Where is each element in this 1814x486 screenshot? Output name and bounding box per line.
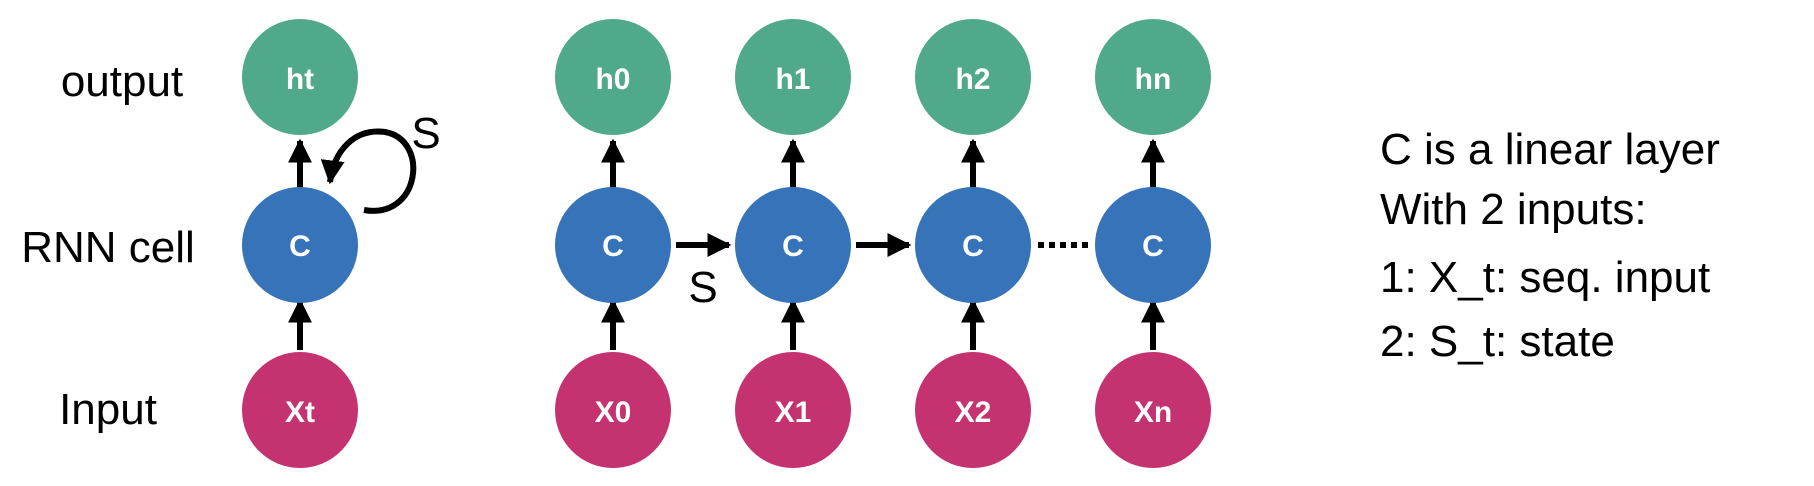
output-label-3: hn [1135, 63, 1172, 96]
note-line-1: With 2 inputs: [1380, 185, 1647, 234]
note-line-0: C is a linear layer [1380, 125, 1720, 174]
cell-node-0 [555, 187, 671, 303]
input-node-2 [915, 352, 1031, 468]
folded-rnn: S ht C Xt [242, 19, 441, 468]
output-label-1: h1 [775, 63, 810, 96]
cell-label-1: C [782, 230, 804, 263]
note-line-3: 2: S_t: state [1380, 317, 1615, 366]
row-label-output: output [61, 57, 183, 106]
input-label-0: X0 [595, 396, 632, 429]
cell-label-2: C [962, 230, 984, 263]
folded-output-node [242, 19, 358, 135]
input-node-0 [555, 352, 671, 468]
cell-label-3: C [1142, 230, 1164, 263]
folded-output-label: ht [286, 63, 314, 96]
note-line-2: 1: X_t: seq. input [1380, 253, 1710, 302]
folded-input-label: Xt [285, 396, 315, 429]
cell-label-0: C [602, 230, 624, 263]
output-node-0 [555, 19, 671, 135]
input-node-3 [1095, 352, 1211, 468]
cell-node-3 [1095, 187, 1211, 303]
state-loop-arrow [320, 128, 417, 214]
unrolled-rnn: S h0 h1 h2 hn C C C C X0 X1 X2 Xn [555, 19, 1211, 468]
input-label-2: X2 [955, 396, 992, 429]
input-label-3: Xn [1134, 396, 1172, 429]
notes: C is a linear layer With 2 inputs: 1: X_… [1380, 125, 1720, 366]
input-label-1: X1 [775, 396, 812, 429]
folded-input-node [242, 352, 358, 468]
cell-node-1 [735, 187, 851, 303]
output-node-1 [735, 19, 851, 135]
folded-cell-node [242, 187, 358, 303]
output-label-0: h0 [595, 63, 630, 96]
row-label-input: Input [59, 385, 157, 434]
cell-node-2 [915, 187, 1031, 303]
unrolled-state-label: S [688, 263, 717, 312]
row-label-rnn-cell: RNN cell [21, 223, 195, 272]
loop-state-label: S [411, 109, 440, 158]
output-node-3 [1095, 19, 1211, 135]
input-node-1 [735, 352, 851, 468]
folded-cell-label: C [289, 230, 311, 263]
output-node-2 [915, 19, 1031, 135]
output-label-2: h2 [955, 63, 990, 96]
